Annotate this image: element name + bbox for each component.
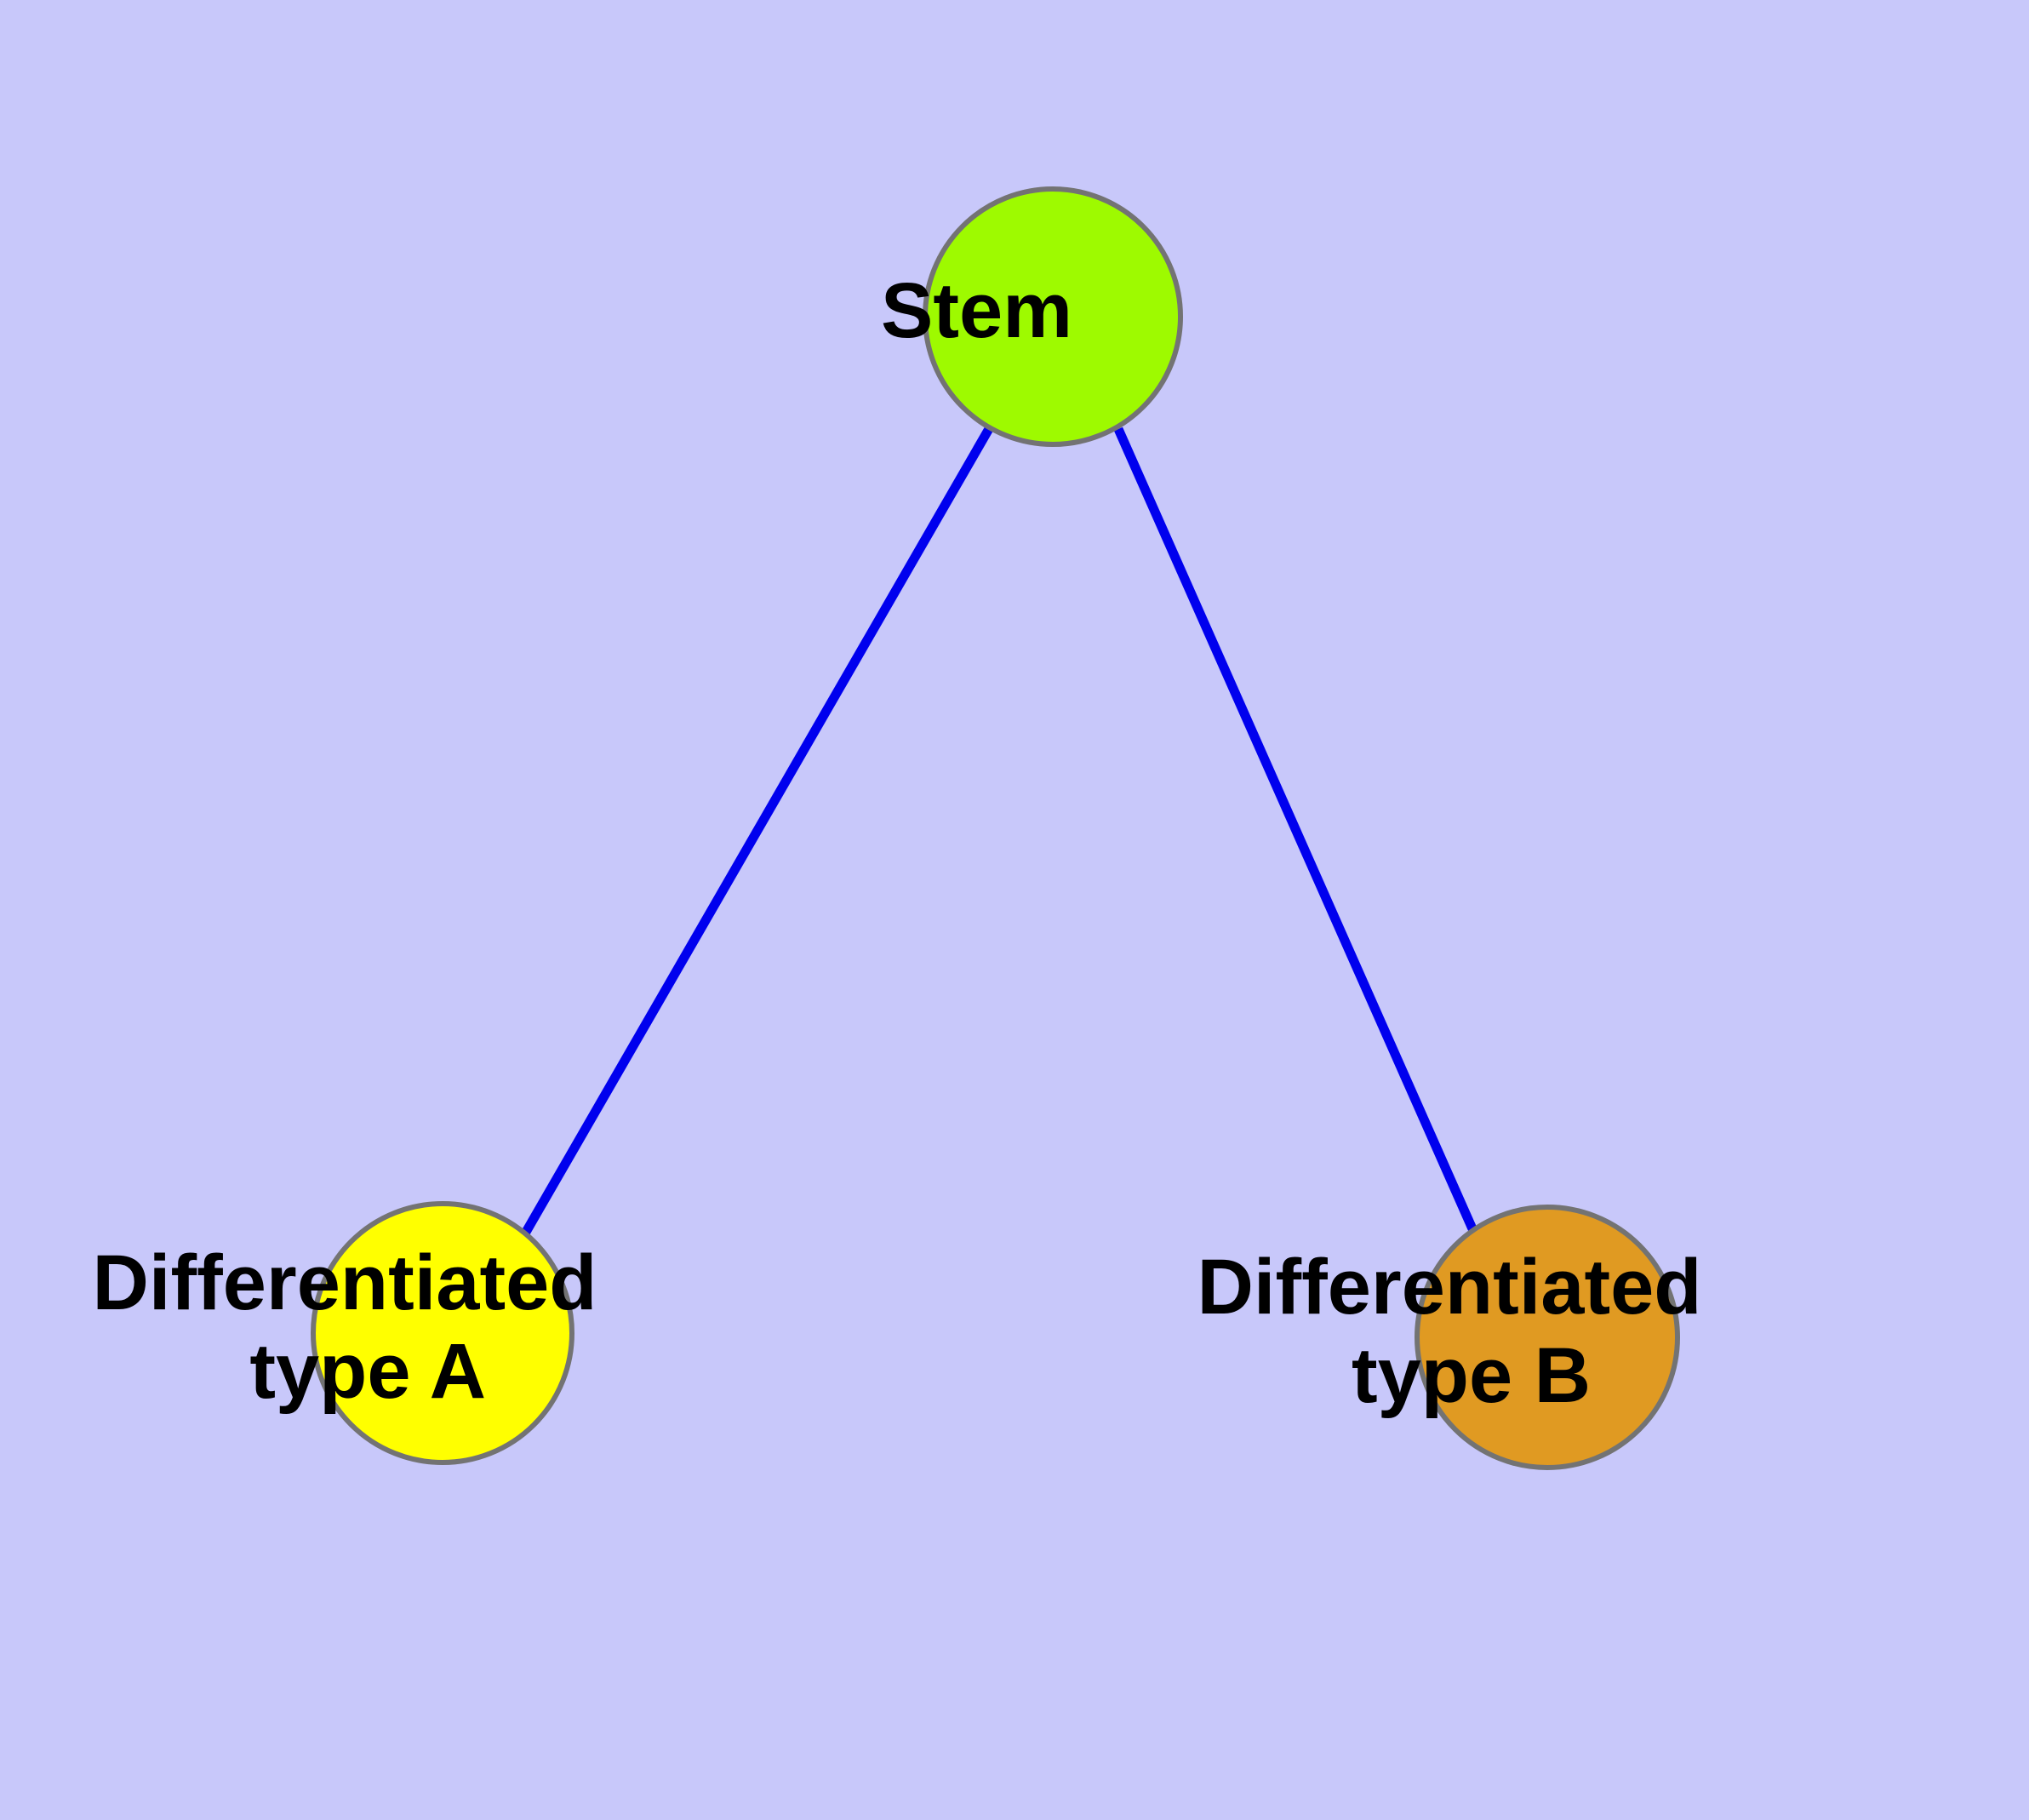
edge-stem-to-diff-b[interactable] bbox=[1113, 426, 1479, 1235]
edge-layer bbox=[521, 425, 1479, 1236]
node-circle-stem[interactable] bbox=[923, 186, 1183, 447]
node-label-stem: Stem bbox=[881, 267, 1225, 354]
node-label-stem-line-1: Stem bbox=[881, 267, 1072, 354]
label-layer: Stem Differentiated type A Differentiate… bbox=[92, 267, 1897, 1419]
node-circle-differentiated-type-b[interactable] bbox=[1415, 1205, 1680, 1470]
node-label-diff-b-line-2: type B bbox=[1352, 1332, 1591, 1419]
node-label-diff-b-line-1: Differentiated bbox=[1197, 1244, 1701, 1331]
node-label-diff-a-line-1: Differentiated bbox=[92, 1239, 597, 1326]
edge-stem-to-diff-a[interactable] bbox=[521, 425, 994, 1236]
node-label-diff-a-line-2: type A bbox=[249, 1328, 484, 1415]
node-circle-differentiated-type-a[interactable] bbox=[311, 1201, 574, 1465]
node-layer bbox=[311, 186, 1680, 1470]
node-label-differentiated-type-b: Differentiated type B bbox=[1197, 1244, 1897, 1419]
node-label-differentiated-type-a: Differentiated type A bbox=[92, 1239, 792, 1415]
